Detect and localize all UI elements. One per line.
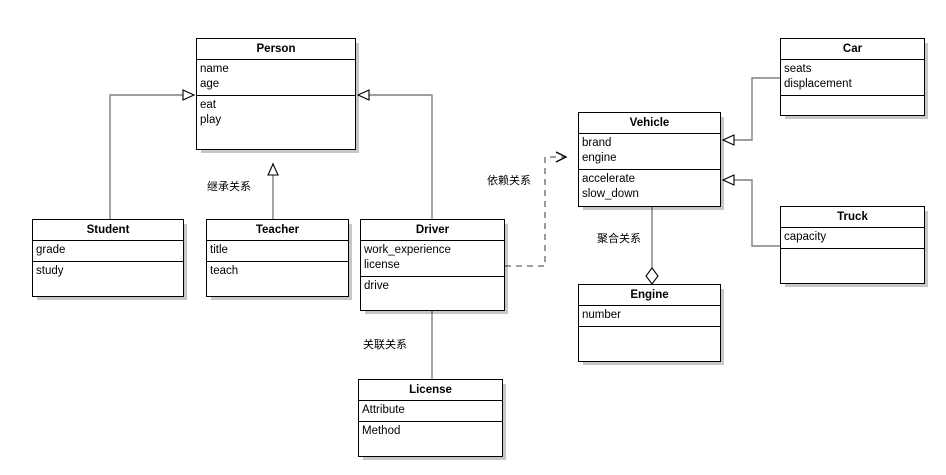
- edge-label-association: 关联关系: [363, 339, 407, 351]
- uml-class-engine[interactable]: Engine number: [578, 284, 721, 362]
- uml-method-row: slow_down: [582, 188, 639, 200]
- uml-method-row: play: [200, 114, 222, 126]
- uml-class-person[interactable]: Person name age eat play: [196, 38, 356, 150]
- edge-label-dependency: 依赖关系: [487, 175, 531, 187]
- uml-class-teacher[interactable]: Teacher title teach: [206, 219, 349, 297]
- uml-method-row: teach: [210, 265, 239, 277]
- uml-attribute-row: seats: [784, 63, 812, 75]
- uml-methods-section: drive: [361, 277, 504, 310]
- uml-attributes-section: seats displacement: [781, 60, 924, 96]
- uml-methods-section: [781, 96, 924, 115]
- uml-attribute-row: number: [582, 309, 621, 321]
- uml-attribute-row: displacement: [784, 78, 852, 90]
- uml-attribute-row: name: [200, 63, 229, 75]
- uml-class-vehicle[interactable]: Vehicle brand engine accelerate slow_down: [578, 112, 721, 207]
- uml-class-title: Vehicle: [579, 113, 720, 134]
- uml-method-row: drive: [364, 280, 389, 292]
- edge-driver-person: [356, 89, 433, 219]
- uml-attribute-row: capacity: [784, 231, 827, 243]
- uml-attributes-section: name age: [197, 60, 355, 96]
- uml-methods-section: Method: [359, 422, 502, 456]
- uml-attribute-row: age: [200, 78, 220, 90]
- edge-driver-vehicle: [505, 151, 568, 267]
- uml-attribute-row: license: [364, 259, 400, 271]
- uml-class-title: Teacher: [207, 220, 348, 241]
- uml-method-row: eat: [200, 99, 216, 111]
- uml-class-truck[interactable]: Truck capacity: [780, 206, 925, 284]
- uml-attribute-row: work_experience: [364, 244, 451, 256]
- edge-car-vehicle: [721, 77, 780, 146]
- uml-attributes-section: number: [579, 306, 720, 327]
- uml-attribute-row: engine: [582, 152, 617, 164]
- uml-class-title: Student: [33, 220, 183, 241]
- uml-method-row: Method: [362, 425, 401, 437]
- uml-methods-section: eat play: [197, 96, 355, 149]
- uml-class-title: Person: [197, 39, 355, 60]
- uml-methods-section: teach: [207, 262, 348, 296]
- uml-attribute-row: grade: [36, 244, 66, 256]
- uml-methods-section: study: [33, 262, 183, 296]
- uml-class-title: License: [359, 380, 502, 401]
- uml-class-title: Engine: [579, 285, 720, 306]
- edge-student-person: [109, 89, 196, 219]
- uml-class-title: Car: [781, 39, 924, 60]
- edge-label-aggregation: 聚合关系: [597, 233, 641, 245]
- uml-attribute-row: brand: [582, 137, 612, 149]
- uml-attributes-section: Attribute: [359, 401, 502, 422]
- uml-attributes-section: capacity: [781, 228, 924, 249]
- uml-class-car[interactable]: Car seats displacement: [780, 38, 925, 116]
- uml-methods-section: [579, 327, 720, 361]
- uml-attributes-section: grade: [33, 241, 183, 262]
- uml-methods-section: [781, 249, 924, 283]
- uml-attribute-row: title: [210, 244, 228, 256]
- edge-truck-vehicle: [721, 174, 780, 247]
- uml-attributes-section: brand engine: [579, 134, 720, 170]
- uml-attribute-row: Attribute: [362, 404, 405, 416]
- uml-attributes-section: title: [207, 241, 348, 262]
- uml-class-title: Truck: [781, 207, 924, 228]
- uml-class-title: Driver: [361, 220, 504, 241]
- uml-method-row: accelerate: [582, 173, 636, 185]
- uml-method-row: study: [36, 265, 64, 277]
- uml-class-student[interactable]: Student grade study: [32, 219, 184, 297]
- edge-label-inheritance: 继承关系: [207, 181, 251, 193]
- uml-methods-section: accelerate slow_down: [579, 170, 720, 206]
